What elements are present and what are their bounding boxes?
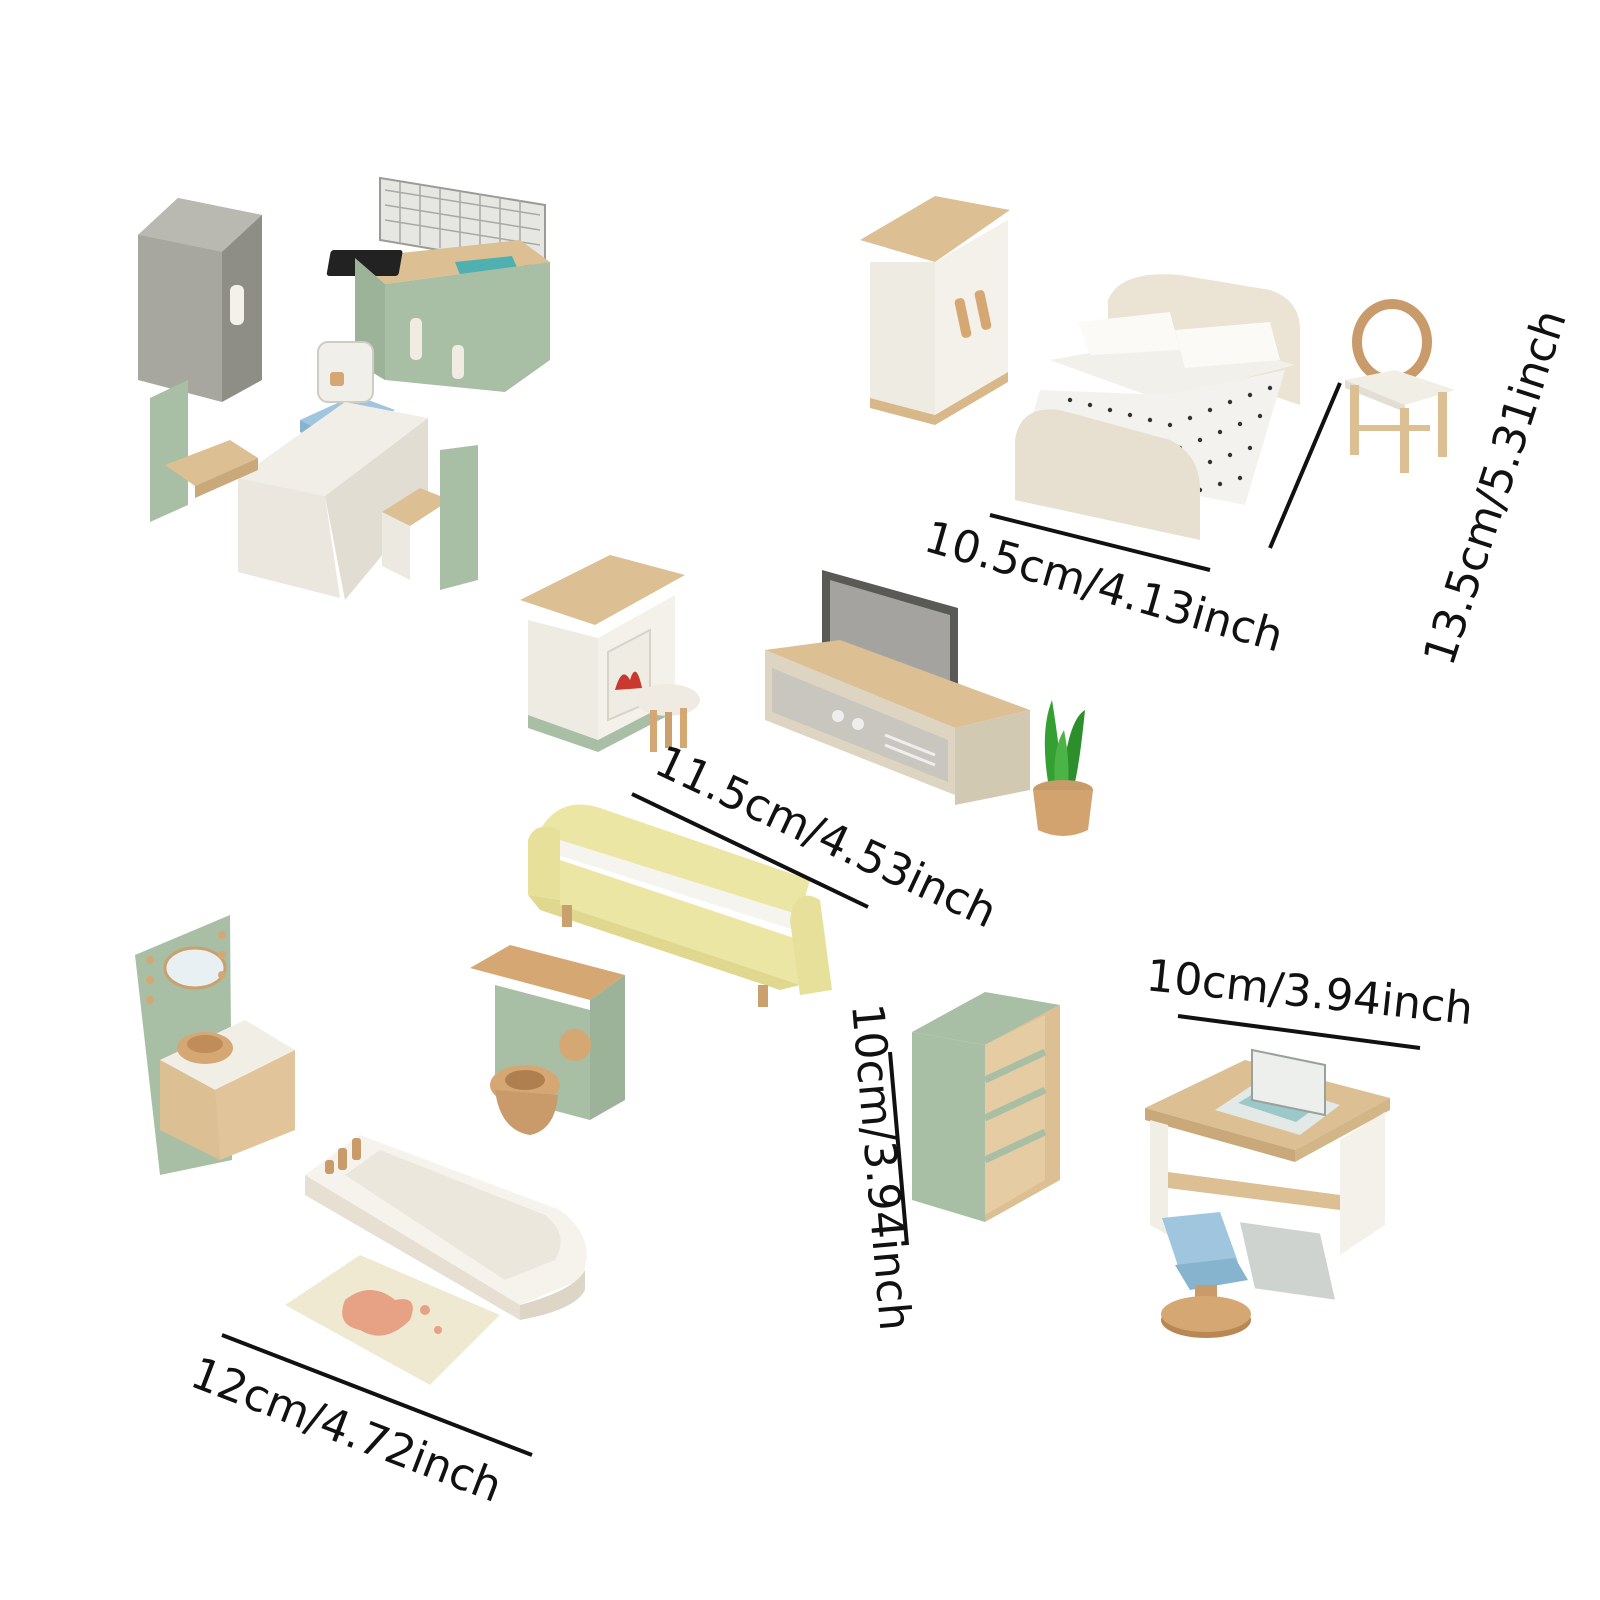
potted-plant (1033, 700, 1093, 836)
dimension-line-bedroom-width (989, 513, 1211, 572)
vanity-table (1345, 299, 1455, 473)
dimension-lines (221, 382, 1421, 1457)
desk (1145, 1060, 1390, 1255)
kitchen-counter (326, 176, 550, 392)
study-group (912, 992, 1390, 1338)
bedroom-group (860, 196, 1455, 540)
kitchen-group (138, 176, 550, 600)
bath-mat (285, 1255, 500, 1385)
dimension-label-study-width: 10cm/3.94inch (1144, 950, 1476, 1035)
living-group (520, 555, 1093, 1007)
dimension-label-study-height: 10cm/3.94inch (841, 1002, 920, 1333)
dining-table (238, 402, 428, 600)
fireplace (520, 555, 685, 752)
dimension-line-study-width (1177, 1014, 1421, 1050)
office-chair (1161, 1212, 1251, 1338)
dimension-label-bedroom-width: 10.5cm/4.13inch (919, 512, 1289, 663)
bathtub (305, 1135, 587, 1320)
dimension-line-bathroom-width (221, 1333, 533, 1457)
toilet (470, 945, 625, 1135)
bathroom-group (135, 915, 625, 1385)
dining-chair-left (150, 380, 258, 522)
wardrobe (860, 196, 1010, 425)
dining-chair-right (382, 445, 478, 590)
dimension-label-bathroom-width: 12cm/4.72inch (184, 1348, 509, 1513)
bed (1015, 274, 1300, 540)
dimension-line-bedroom-depth (1268, 382, 1342, 549)
stool (636, 684, 700, 752)
fridge (138, 198, 262, 402)
laptop (1215, 1048, 1340, 1300)
tv-stand (765, 640, 1030, 805)
bookshelf (912, 992, 1060, 1222)
dimension-label-bedroom-depth: 13.5cm/5.31inch (1414, 304, 1577, 672)
dimension-line-living-width (631, 792, 869, 909)
dimension-line-study-height (888, 1051, 909, 1246)
sink-cabinet (135, 915, 295, 1175)
sofa (528, 804, 832, 1007)
